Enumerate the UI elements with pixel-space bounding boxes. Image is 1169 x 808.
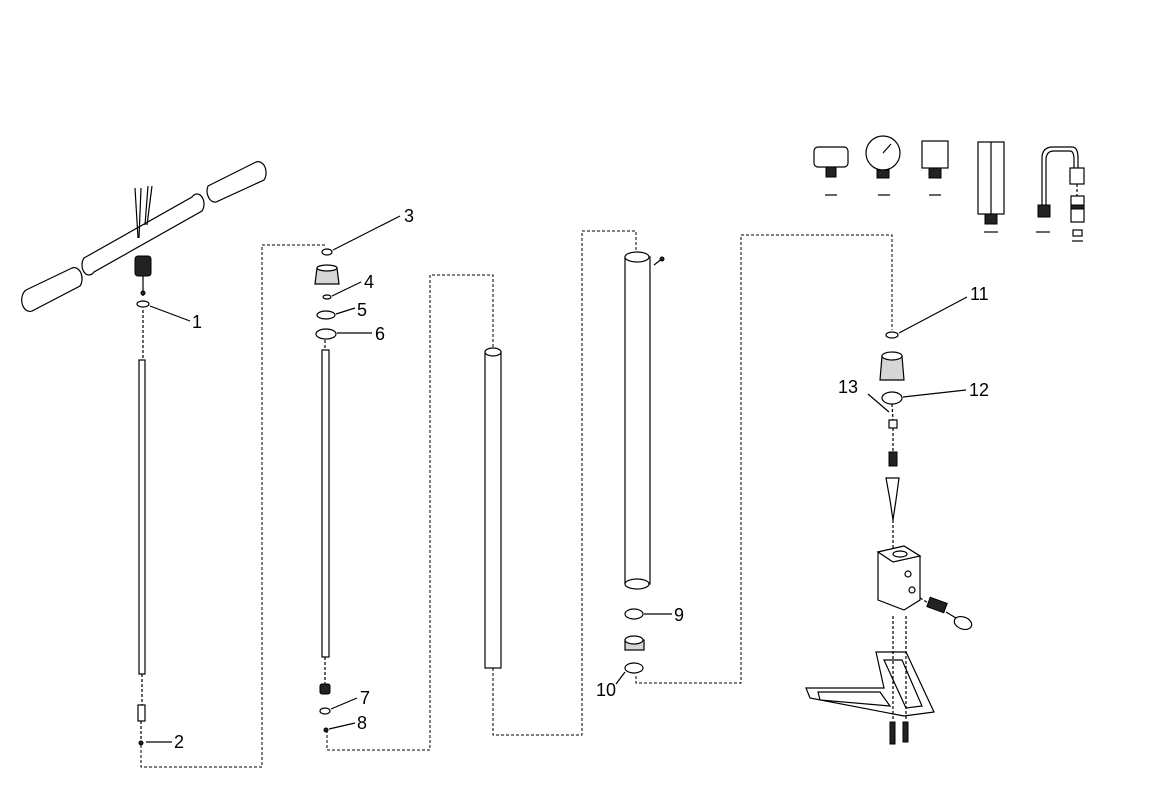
callout-8: 8 bbox=[357, 713, 367, 733]
callout-1: 1 bbox=[192, 312, 202, 332]
callout-2: 2 bbox=[174, 732, 184, 752]
callout-13: 13 bbox=[838, 377, 858, 397]
column-accessory bbox=[977, 141, 1005, 233]
callout-10: 10 bbox=[596, 680, 616, 700]
cap-and-rod-assembly bbox=[314, 248, 340, 733]
large-tube-assembly bbox=[624, 251, 665, 674]
callout-7: 7 bbox=[360, 688, 370, 708]
tube-part bbox=[484, 347, 502, 669]
leader-lines bbox=[146, 215, 968, 743]
callout-3: 3 bbox=[404, 206, 414, 226]
accessory-inset bbox=[813, 135, 1085, 242]
connector-lines bbox=[140, 230, 893, 768]
callout-9: 9 bbox=[674, 605, 684, 625]
callout-5: 5 bbox=[357, 300, 367, 320]
block-accessory bbox=[921, 140, 949, 196]
callout-4: 4 bbox=[364, 272, 374, 292]
t-handle-assembly bbox=[21, 161, 267, 746]
valve-bracket-assembly bbox=[805, 331, 973, 745]
callouts: 1 2 3 4 5 6 7 8 9 10 11 12 13 bbox=[174, 206, 989, 752]
hose-accessory bbox=[1036, 146, 1085, 242]
callout-12: 12 bbox=[969, 380, 989, 400]
callout-6: 6 bbox=[375, 324, 385, 344]
callout-11: 11 bbox=[970, 284, 989, 304]
knob-accessory bbox=[813, 146, 849, 196]
pressure-gauge-accessory bbox=[865, 135, 901, 196]
